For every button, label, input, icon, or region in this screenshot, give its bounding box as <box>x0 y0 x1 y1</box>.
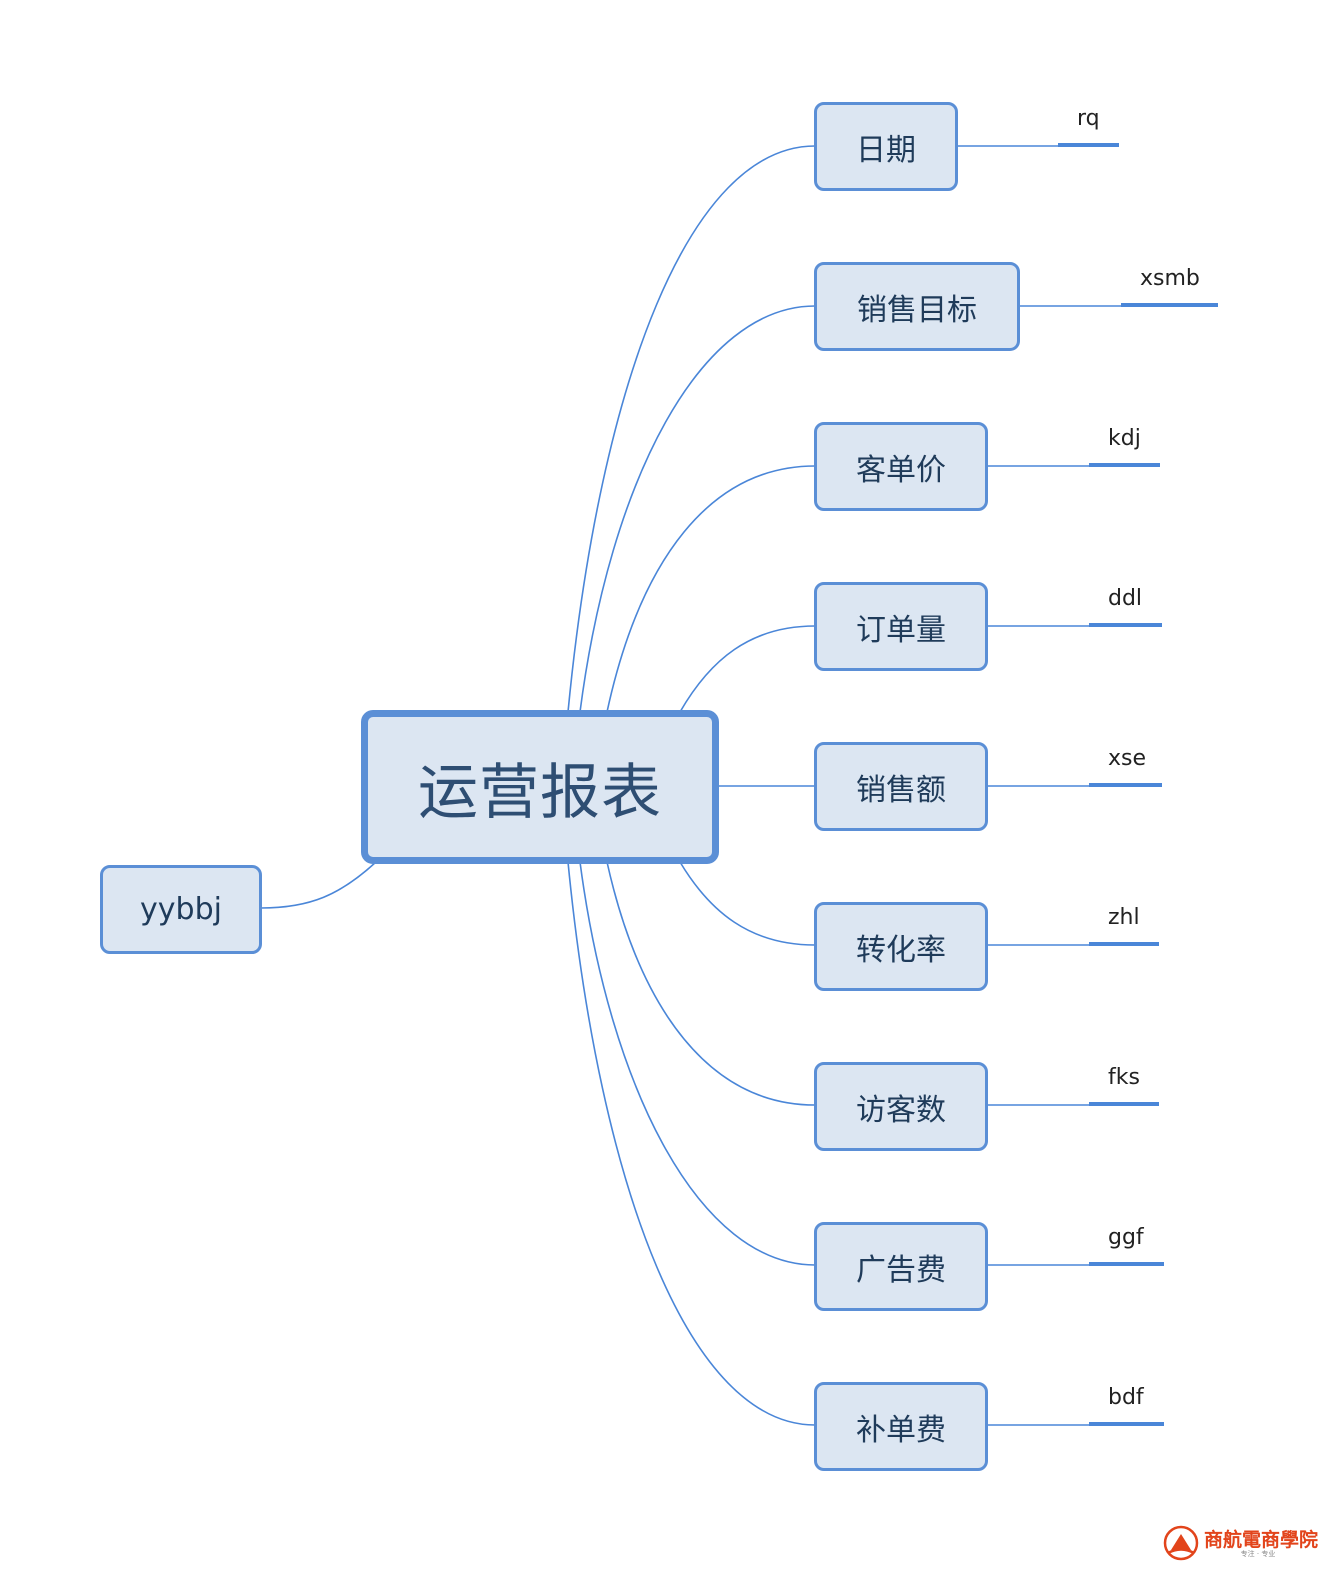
field-label: 补单费 <box>856 1412 946 1448</box>
abbr-ggf[interactable]: ggf <box>1108 1225 1144 1250</box>
field-label: 客单价 <box>856 452 946 488</box>
field-label: 销售目标 <box>857 292 977 328</box>
field-node-ggf[interactable]: 广告费 <box>814 1222 988 1311</box>
field-label: 广告费 <box>856 1252 946 1288</box>
field-node-rq[interactable]: 日期 <box>814 102 958 191</box>
field-node-kdj[interactable]: 客单价 <box>814 422 988 511</box>
abbr-xse[interactable]: xse <box>1108 746 1147 771</box>
field-node-ddl[interactable]: 订单量 <box>814 582 988 671</box>
connector-rq <box>567 145 816 713</box>
field-node-xse[interactable]: 销售额 <box>814 742 988 831</box>
field-label: 日期 <box>856 132 916 168</box>
abbr-rq[interactable]: rq <box>1077 106 1100 131</box>
logo-name: 商航電商學院 <box>1204 1529 1319 1551</box>
connector-xsmb <box>579 305 816 713</box>
abbr-fks[interactable]: fks <box>1108 1065 1140 1090</box>
abbr-ddl[interactable]: ddl <box>1108 586 1143 611</box>
field-label: 访客数 <box>856 1092 946 1128</box>
field-label: 订单量 <box>856 612 946 648</box>
field-node-xsmb[interactable]: 销售目标 <box>814 262 1020 351</box>
abbr-xsmb[interactable]: xsmb <box>1140 266 1200 291</box>
logo-tagline: 专注 · 专业 <box>1240 1550 1276 1558</box>
alias-label: yybbj <box>140 892 222 927</box>
abbr-zhl[interactable]: zhl <box>1108 905 1140 930</box>
connector-fks <box>606 861 816 1106</box>
root-label: 运营报表 <box>418 757 662 828</box>
connector-kdj <box>606 465 816 713</box>
logo-emblem-icon <box>1163 1525 1199 1561</box>
field-node-zhl[interactable]: 转化率 <box>814 902 988 991</box>
connector-zhl <box>679 861 816 946</box>
root-node[interactable]: 运营报表 <box>361 710 719 864</box>
abbr-kdj[interactable]: kdj <box>1108 426 1141 451</box>
connector-bdf <box>567 861 816 1426</box>
field-node-fks[interactable]: 访客数 <box>814 1062 988 1151</box>
connector-ddl <box>679 625 816 713</box>
brand-logo: 商航電商學院 专注 · 专业 <box>1162 1522 1322 1564</box>
field-label: 转化率 <box>856 932 946 968</box>
connector-alias <box>260 861 377 909</box>
field-node-bdf[interactable]: 补单费 <box>814 1382 988 1471</box>
connector-ggf <box>579 861 816 1266</box>
alias-node[interactable]: yybbj <box>100 865 262 954</box>
field-label: 销售额 <box>856 772 946 808</box>
abbr-bdf[interactable]: bdf <box>1108 1385 1144 1410</box>
